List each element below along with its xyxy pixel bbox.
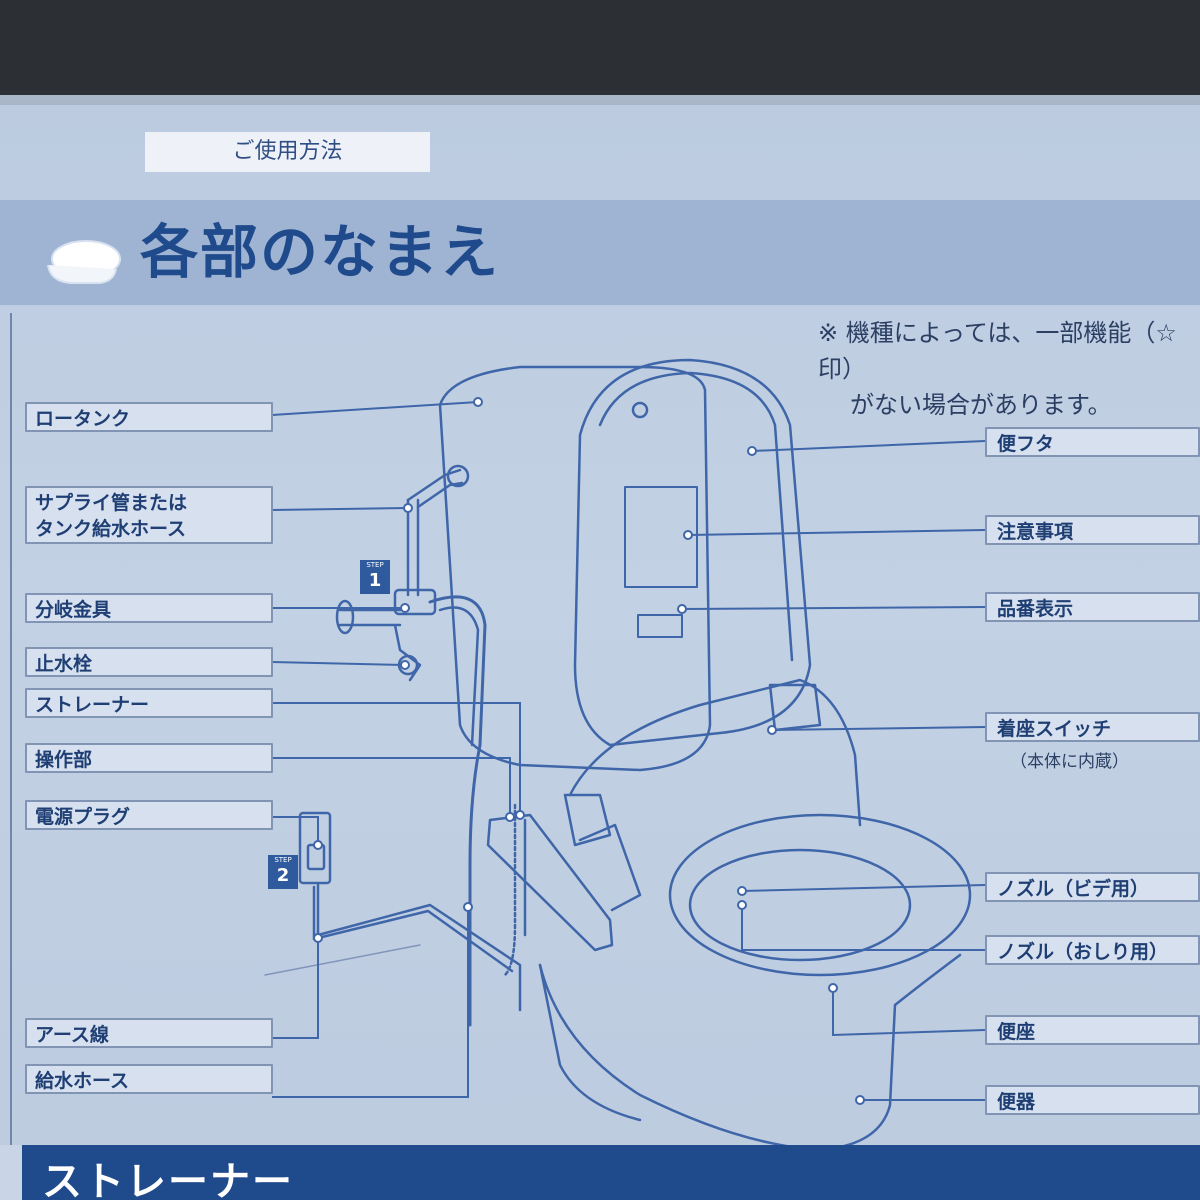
model-plate: [637, 614, 683, 638]
label-low-tank: ロータンク: [25, 402, 273, 432]
title-bar: [0, 200, 1200, 305]
label-seat-switch: 着座スイッチ: [985, 712, 1200, 742]
label-nozzle-rear: ノズル（おしり用）: [985, 935, 1200, 965]
label-supply-pipe-line-2: タンク給水ホース: [35, 518, 187, 540]
step-1-number: 1: [368, 570, 382, 591]
label-seat: 便座: [985, 1015, 1200, 1045]
section-tab: ご使用方法: [145, 132, 430, 172]
step-1-badge: STEP 1: [360, 560, 390, 594]
power-outlet: [298, 811, 332, 885]
bowl-rim: [668, 813, 972, 977]
step-2-number: 2: [276, 865, 290, 886]
control-unit-outline: [486, 813, 614, 952]
note-line-2: がない場合があります。: [850, 391, 1112, 419]
label-supply-pipe-line-1: サプライ管または: [35, 492, 188, 514]
page-title: 各部のなまえ: [140, 218, 501, 286]
label-branch-fitting: 分岐金具: [25, 593, 273, 623]
label-model-number: 品番表示: [985, 592, 1200, 622]
bowl-body: [538, 953, 962, 1152]
lid-outline: [573, 358, 812, 747]
strainer-section-heading: ストレーナー: [0, 1145, 1200, 1200]
note-line-1: ※ 機種によっては、一部機能（☆印）: [818, 319, 1177, 383]
label-nozzle-bidet: ノズル（ビデ用）: [985, 872, 1200, 902]
label-bowl: 便器: [985, 1085, 1200, 1115]
label-control-unit: 操作部: [25, 743, 273, 773]
content-box: [10, 313, 1200, 1153]
manual-page: ご使用方法 各部のなまえ ※ 機種によっては、一部機能（☆印） がない場合があり…: [0, 105, 1200, 1200]
toilet-seat-icon: [47, 240, 121, 284]
seat-switch-note: （本体に内蔵）: [1010, 752, 1129, 772]
label-stop-valve: 止水栓: [25, 647, 273, 677]
step-2-keyword: STEP: [274, 856, 292, 864]
label-strainer: ストレーナー: [25, 688, 273, 718]
label-water-hose: 給水ホース: [25, 1064, 273, 1094]
label-ground-wire: アース線: [25, 1018, 273, 1048]
label-supply-pipe: サプライ管またはタンク給水ホース: [25, 486, 273, 544]
heading-bar: [22, 1145, 1200, 1200]
label-lid: 便フタ: [985, 427, 1200, 457]
step-1-keyword: STEP: [366, 561, 384, 569]
label-caution: 注意事項: [985, 515, 1200, 545]
step-2-badge: STEP 2: [268, 855, 298, 889]
heading-text: ストレーナー: [42, 1159, 294, 1200]
label-power-plug: 電源プラグ: [25, 800, 273, 830]
caution-plate: [624, 486, 698, 588]
availability-note: ※ 機種によっては、一部機能（☆印） がない場合があります。: [818, 315, 1200, 423]
